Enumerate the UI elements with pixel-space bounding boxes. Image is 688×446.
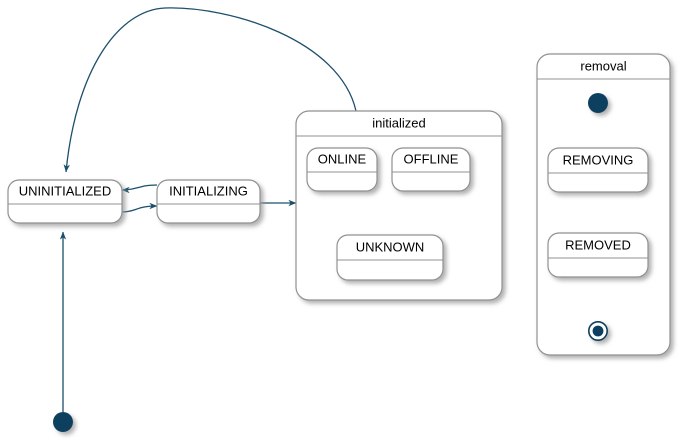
state-online[interactable] <box>306 147 378 192</box>
final-pseudostate-removal[interactable] <box>587 320 608 341</box>
initial-pseudostate-removal[interactable] <box>588 93 608 113</box>
state-removed[interactable] <box>547 232 649 278</box>
composite-state-removal[interactable] <box>536 53 671 356</box>
transition-initialized-to-uninitialized[interactable] <box>63 7 357 173</box>
initial-pseudostate-main[interactable] <box>53 412 73 432</box>
transition-initializing-to-uninitialized[interactable] <box>121 184 158 194</box>
transition-uninitialized-to-initializing[interactable] <box>121 202 158 213</box>
state-unknown[interactable] <box>336 234 444 281</box>
state-removing[interactable] <box>547 147 649 193</box>
state-initializing[interactable] <box>156 179 261 224</box>
state-offline[interactable] <box>391 147 471 192</box>
state-uninitialized[interactable] <box>7 179 123 224</box>
